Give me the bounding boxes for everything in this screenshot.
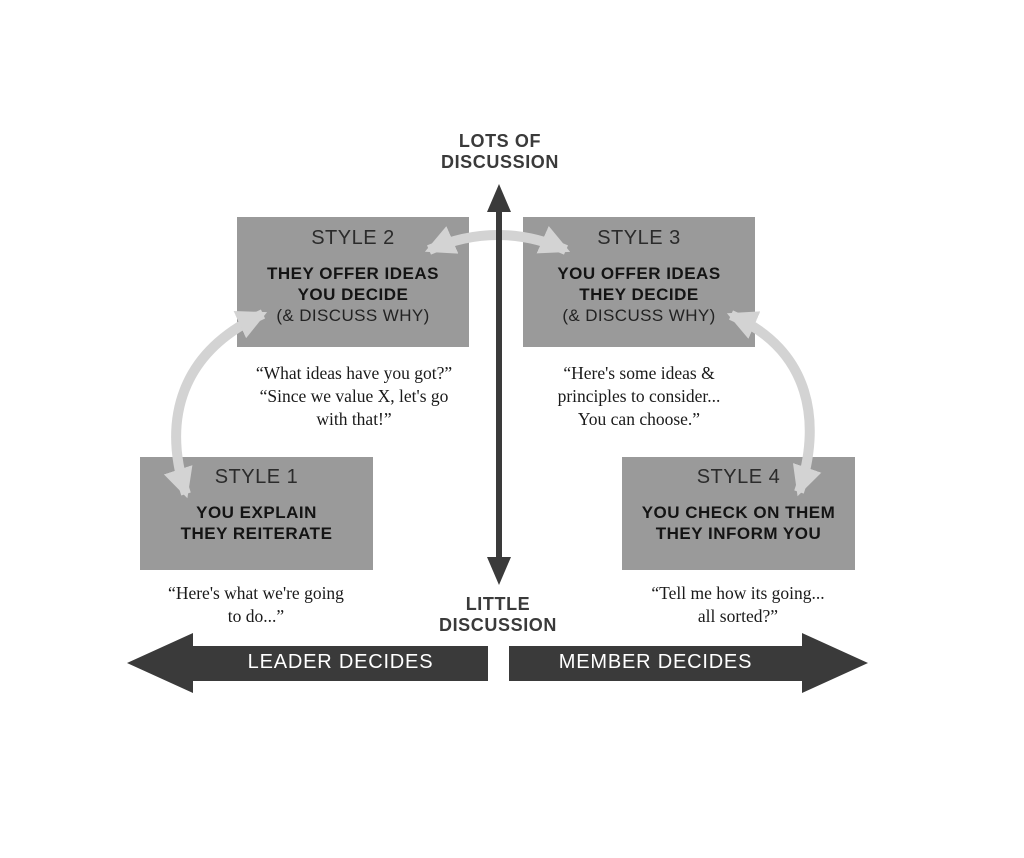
- style3-body: YOU OFFER IDEAS THEY DECIDE: [557, 264, 721, 304]
- style1-box: STYLE 1 YOU EXPLAIN THEY REITERATE: [140, 457, 373, 570]
- axis-label-lots-of-discussion: LOTS OF DISCUSSION: [440, 131, 560, 172]
- style2-quote: “What ideas have you got?” “Since we val…: [255, 363, 453, 429]
- style1-quote: “Here's what we're going to do...”: [168, 583, 344, 626]
- leader-decides-label: LEADER DECIDES: [247, 651, 434, 673]
- style4-box: STYLE 4 YOU CHECK ON THEM THEY INFORM YO…: [622, 457, 855, 570]
- vertical-axis-arrow: [487, 184, 511, 585]
- style4-body: YOU CHECK ON THEM THEY INFORM YOU: [641, 503, 836, 543]
- style1-title: STYLE 1: [214, 466, 299, 488]
- style3-note: (& DISCUSS WHY): [562, 306, 716, 325]
- style2-body: THEY OFFER IDEAS YOU DECIDE: [266, 264, 440, 304]
- style1-body: YOU EXPLAIN THEY REITERATE: [180, 503, 333, 543]
- style3-box: STYLE 3 YOU OFFER IDEAS THEY DECIDE (& D…: [523, 217, 755, 347]
- style2-title: STYLE 2: [311, 227, 395, 249]
- style2-box: STYLE 2 THEY OFFER IDEAS YOU DECIDE (& D…: [237, 217, 469, 347]
- style3-quote: “Here's some ideas & principles to consi…: [557, 363, 721, 429]
- style4-title: STYLE 4: [696, 466, 781, 488]
- axis-label-little-discussion: LITTLE DISCUSSION: [438, 594, 558, 635]
- style3-title: STYLE 3: [597, 227, 681, 249]
- member-decides-label: MEMBER DECIDES: [558, 651, 753, 673]
- style4-quote: “Tell me how its going... all sorted?”: [651, 583, 825, 626]
- style2-note: (& DISCUSS WHY): [276, 306, 430, 325]
